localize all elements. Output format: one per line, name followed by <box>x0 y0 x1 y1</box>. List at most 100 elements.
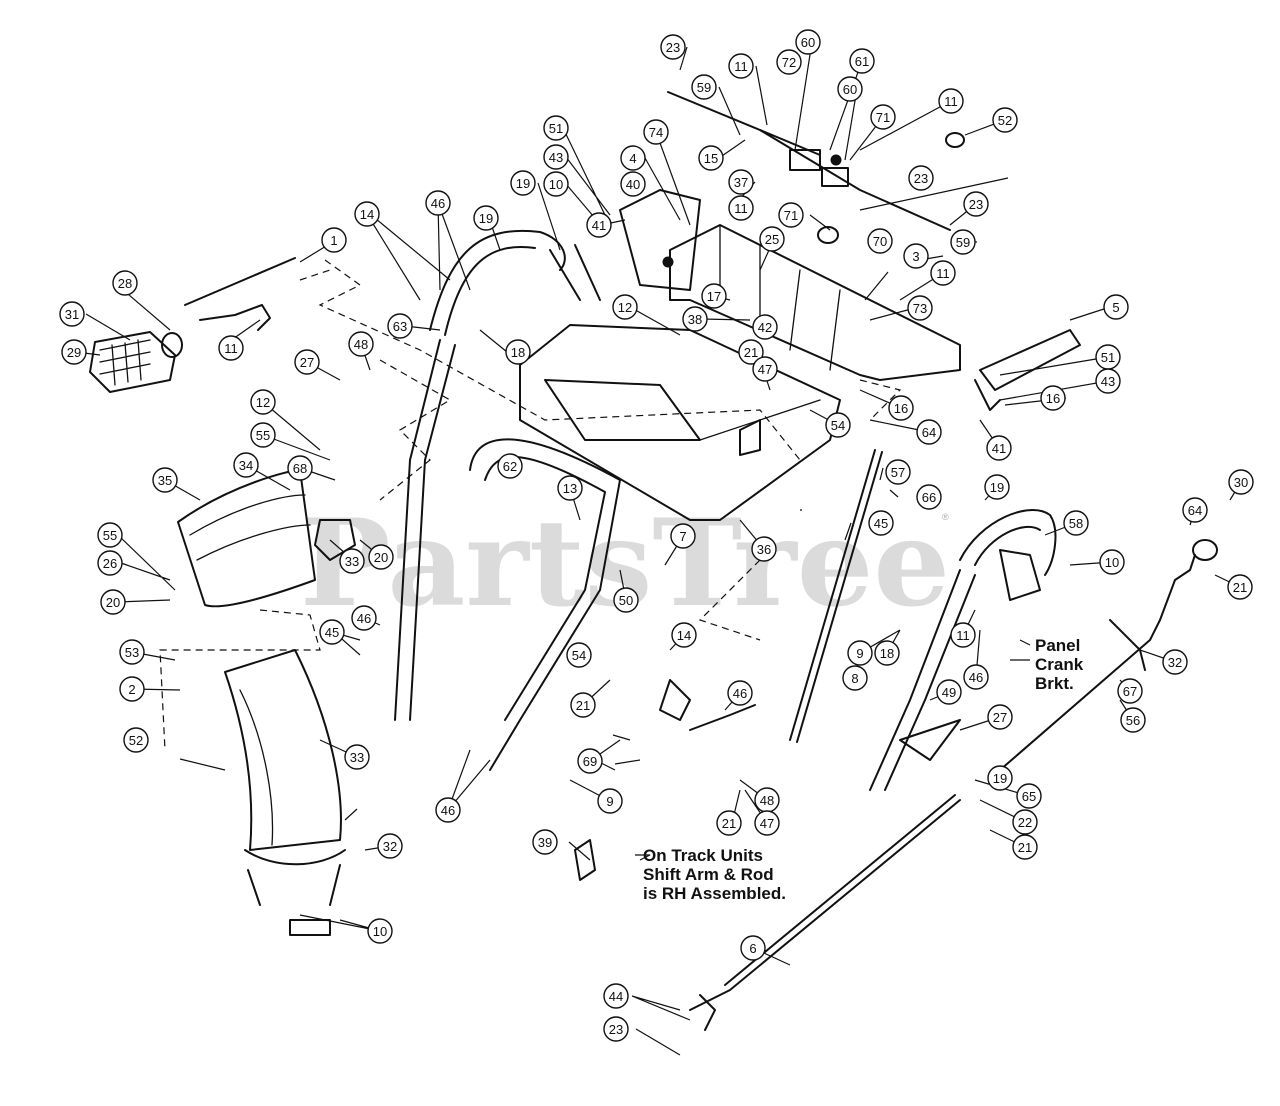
callout-circle <box>473 205 499 231</box>
callout-number: 66 <box>922 490 936 505</box>
callout-circle <box>250 422 276 448</box>
part-callout: 2 <box>119 676 145 702</box>
callout-circle <box>344 744 370 770</box>
callout-number: 39 <box>538 835 552 850</box>
callout-number: 62 <box>503 459 517 474</box>
callout-circle <box>505 339 531 365</box>
callout-circle <box>570 692 596 718</box>
part-callout: 19 <box>510 170 536 196</box>
callout-circle <box>888 395 914 421</box>
callout-number: 64 <box>1188 503 1202 518</box>
callout-circle <box>586 212 612 238</box>
callout-number: 59 <box>956 235 970 250</box>
callout-number: 23 <box>666 40 680 55</box>
part-callout: 23 <box>963 191 989 217</box>
callout-circle <box>543 144 569 170</box>
callout-circle <box>752 356 778 382</box>
part-callout: 71 <box>778 202 804 228</box>
callout-circle <box>728 169 754 195</box>
callout-circle <box>671 622 697 648</box>
callout-number: 11 <box>734 201 748 216</box>
handle-right-part <box>869 509 1057 791</box>
part-callout: 41 <box>586 212 612 238</box>
callout-circle <box>287 455 313 481</box>
callout-number: 6 <box>749 941 756 956</box>
callout-circle <box>620 171 646 197</box>
top-shaft-part <box>667 91 965 244</box>
part-callout: 63 <box>387 313 413 339</box>
part-callout: 38 <box>682 306 708 332</box>
callout-number: 15 <box>704 151 718 166</box>
callout-number: 21 <box>722 816 736 831</box>
part-callout: 60 <box>837 76 863 102</box>
callout-circle <box>868 510 894 536</box>
callout-circle <box>218 335 244 361</box>
callout-circle <box>112 270 138 296</box>
track-units-note: On Track Units Shift Arm & Rod is RH Ass… <box>635 846 786 903</box>
part-callout: 50 <box>613 587 639 613</box>
callout-number: 48 <box>354 337 368 352</box>
callout-circle <box>319 619 345 645</box>
part-callout: 46 <box>435 797 461 823</box>
callout-circle <box>870 104 896 130</box>
part-callout: 11 <box>938 88 964 114</box>
callout-circle <box>751 536 777 562</box>
callout-circle <box>377 833 403 859</box>
callout-circle <box>233 452 259 478</box>
callout-circle <box>1040 385 1066 411</box>
callout-number: 27 <box>300 355 314 370</box>
callout-circle <box>987 704 1013 730</box>
callout-circle <box>119 639 145 665</box>
part-callout: 15 <box>698 145 724 171</box>
part-callout: 21 <box>716 810 742 836</box>
part-callout: 18 <box>874 640 900 666</box>
callout-circle <box>100 589 126 615</box>
callout-number: 54 <box>572 648 586 663</box>
callout-circle <box>620 145 646 171</box>
part-callout: 12 <box>250 389 276 415</box>
callout-number: 7 <box>679 529 686 544</box>
part-callout: 55 <box>97 522 123 548</box>
callout-number: 10 <box>373 924 387 939</box>
callout-circle <box>1120 707 1146 733</box>
callout-circle <box>250 389 276 415</box>
callout-circle <box>938 88 964 114</box>
callout-number: 36 <box>757 542 771 557</box>
callout-number: 8 <box>851 671 858 686</box>
callout-circle <box>1016 783 1042 809</box>
callout-circle <box>936 679 962 705</box>
callout-circle <box>1012 834 1038 860</box>
callout-number: 5 <box>1112 300 1119 315</box>
callout-circle <box>992 107 1018 133</box>
callout-circle <box>532 829 558 855</box>
callout-circle <box>59 301 85 327</box>
part-callout: 48 <box>754 787 780 813</box>
part-callout: 57 <box>885 459 911 485</box>
part-callout: 52 <box>992 107 1018 133</box>
part-callout: 46 <box>963 664 989 690</box>
callout-number: 2 <box>128 682 135 697</box>
part-callout: 73 <box>907 295 933 321</box>
part-callout: 11 <box>218 335 244 361</box>
callout-number: 19 <box>990 480 1004 495</box>
part-callout: 68 <box>287 455 313 481</box>
callout-number: 70 <box>873 234 887 249</box>
part-callout: 11 <box>728 53 754 79</box>
callout-number: 55 <box>103 528 117 543</box>
callout-circle <box>566 642 592 668</box>
part-callout: 35 <box>152 467 178 493</box>
part-callout: 47 <box>752 356 778 382</box>
callout-circle <box>119 676 145 702</box>
callout-number: 17 <box>707 289 721 304</box>
part-callout: 69 <box>577 748 603 774</box>
callout-number: 45 <box>874 516 888 531</box>
callout-circle <box>1099 549 1125 575</box>
part-callout: 8 <box>842 665 868 691</box>
callout-circle <box>867 228 893 254</box>
callout-number: 56 <box>1126 713 1140 728</box>
callout-number: 63 <box>393 319 407 334</box>
callout-number: 55 <box>256 428 270 443</box>
part-callout: 1 <box>321 227 347 253</box>
callout-number: 20 <box>374 550 388 565</box>
